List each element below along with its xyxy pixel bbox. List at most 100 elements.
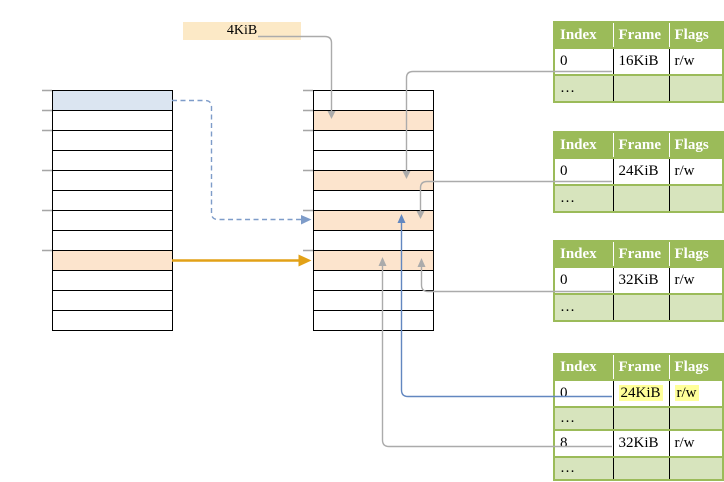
pt-header-index: Index bbox=[554, 241, 613, 267]
memory-row-2 bbox=[53, 131, 172, 151]
pt-cell: 16KiB bbox=[612, 47, 669, 75]
pt-header-frame: Frame bbox=[612, 132, 669, 158]
pt-header-frame: Frame bbox=[612, 22, 669, 48]
pt-row: 0 16KiB r/w bbox=[554, 47, 723, 75]
pt-header-frame: Frame bbox=[612, 354, 669, 380]
pt-cell bbox=[612, 293, 669, 321]
pt-row: … bbox=[554, 184, 723, 212]
virtual-memory-column bbox=[52, 90, 173, 331]
pt-cell bbox=[668, 293, 723, 321]
pt-cell: r/w bbox=[668, 157, 723, 185]
memory-row-3 bbox=[53, 151, 172, 171]
pt-row: 8 32KiB r/w bbox=[554, 429, 723, 457]
pt-cell-text: r/w bbox=[674, 385, 699, 401]
memory-row-4 bbox=[53, 171, 172, 191]
pt-cell: 0 bbox=[554, 266, 613, 294]
memory-row-11 bbox=[53, 311, 172, 330]
pt-row: 0 32KiB r/w bbox=[554, 266, 723, 294]
pt-header-flags: Flags bbox=[668, 132, 723, 158]
physical-memory-column bbox=[313, 90, 434, 331]
pt-header-flags: Flags bbox=[668, 354, 723, 380]
pt-cell-text: r/w bbox=[674, 163, 695, 179]
pt-row: 0 24KiB r/w bbox=[554, 157, 723, 185]
pt-cell: 24KiB bbox=[612, 157, 669, 185]
pt-cell: r/w bbox=[668, 47, 723, 75]
pt-header-index: Index bbox=[554, 132, 613, 158]
pt-cell: 0 bbox=[554, 157, 613, 185]
pt-cell-text: … bbox=[560, 299, 575, 315]
pt-cell-text: 0 bbox=[560, 385, 568, 401]
memory-row-8 bbox=[314, 251, 433, 271]
pt-cell: 24KiB bbox=[612, 379, 669, 407]
frame-size-label: 4KiB bbox=[183, 22, 301, 40]
pt-cell: … bbox=[554, 456, 613, 480]
pt-header-frame: Frame bbox=[612, 241, 669, 267]
pt-cell bbox=[668, 406, 723, 430]
pt-cell-text: 24KiB bbox=[618, 163, 659, 179]
memory-row-6 bbox=[314, 211, 433, 231]
pt-cell-text: r/w bbox=[674, 53, 695, 69]
pt-cell-text: r/w bbox=[674, 272, 695, 288]
arrow-virtual-page0-to-frame-6 bbox=[172, 99, 312, 225]
pt-cell: r/w bbox=[668, 429, 723, 457]
pt-cell bbox=[668, 456, 723, 480]
pt-row: … bbox=[554, 406, 723, 430]
pt-cell-text: 24KiB bbox=[618, 385, 663, 401]
memory-row-0 bbox=[314, 91, 433, 111]
pt-header-index: Index bbox=[554, 22, 613, 48]
memory-row-9 bbox=[314, 271, 433, 291]
memory-row-5 bbox=[314, 191, 433, 211]
memory-row-4 bbox=[314, 171, 433, 191]
pt-cell: 32KiB bbox=[612, 266, 669, 294]
pt-cell-text: … bbox=[560, 410, 575, 426]
pt-cell-text: … bbox=[560, 190, 575, 206]
pt-cell bbox=[612, 74, 669, 102]
arrow-virtual-page8-to-frame-8 bbox=[172, 254, 312, 267]
pt-cell: 0 bbox=[554, 379, 613, 407]
pt-cell bbox=[668, 74, 723, 102]
pt-cell: … bbox=[554, 293, 613, 321]
pt-cell-text: 16KiB bbox=[618, 53, 659, 69]
pt-row: 0 24KiB r/w bbox=[554, 379, 723, 407]
frame-size-text: 4KiB bbox=[226, 23, 258, 38]
memory-row-10 bbox=[314, 291, 433, 311]
pt-cell-text: 8 bbox=[560, 435, 568, 451]
memory-row-2 bbox=[314, 131, 433, 151]
memory-row-3 bbox=[314, 151, 433, 171]
pt-row: … bbox=[554, 74, 723, 102]
pt-cell-text: 0 bbox=[560, 53, 568, 69]
pt-cell-text: r/w bbox=[674, 435, 695, 451]
pt-cell: r/w bbox=[668, 379, 723, 407]
pt-cell-text: 32KiB bbox=[618, 272, 659, 288]
memory-row-8 bbox=[53, 251, 172, 271]
pt-cell: 32KiB bbox=[612, 429, 669, 457]
pt-cell-text: 0 bbox=[560, 272, 568, 288]
tick-marks-middle bbox=[303, 89, 313, 252]
pt-cell: … bbox=[554, 74, 613, 102]
pt-header-index: Index bbox=[554, 354, 613, 380]
pt-cell-text: … bbox=[560, 460, 575, 476]
pt-cell: … bbox=[554, 406, 613, 430]
pt-cell bbox=[612, 406, 669, 430]
memory-row-1 bbox=[314, 111, 433, 131]
pt-cell: 0 bbox=[554, 47, 613, 75]
memory-row-1 bbox=[53, 111, 172, 131]
memory-row-7 bbox=[314, 231, 433, 251]
pt-header-flags: Flags bbox=[668, 22, 723, 48]
pt-cell: 8 bbox=[554, 429, 613, 457]
pt-cell-text: 32KiB bbox=[618, 435, 659, 451]
pt-cell bbox=[612, 456, 669, 480]
memory-row-7 bbox=[53, 231, 172, 251]
memory-row-5 bbox=[53, 191, 172, 211]
pt-header-flags: Flags bbox=[668, 241, 723, 267]
pt-cell-text: … bbox=[560, 80, 575, 96]
pt-cell bbox=[612, 184, 669, 212]
memory-row-0 bbox=[53, 91, 172, 111]
pt-cell: r/w bbox=[668, 266, 723, 294]
pt-row: … bbox=[554, 293, 723, 321]
pt-row: … bbox=[554, 456, 723, 480]
